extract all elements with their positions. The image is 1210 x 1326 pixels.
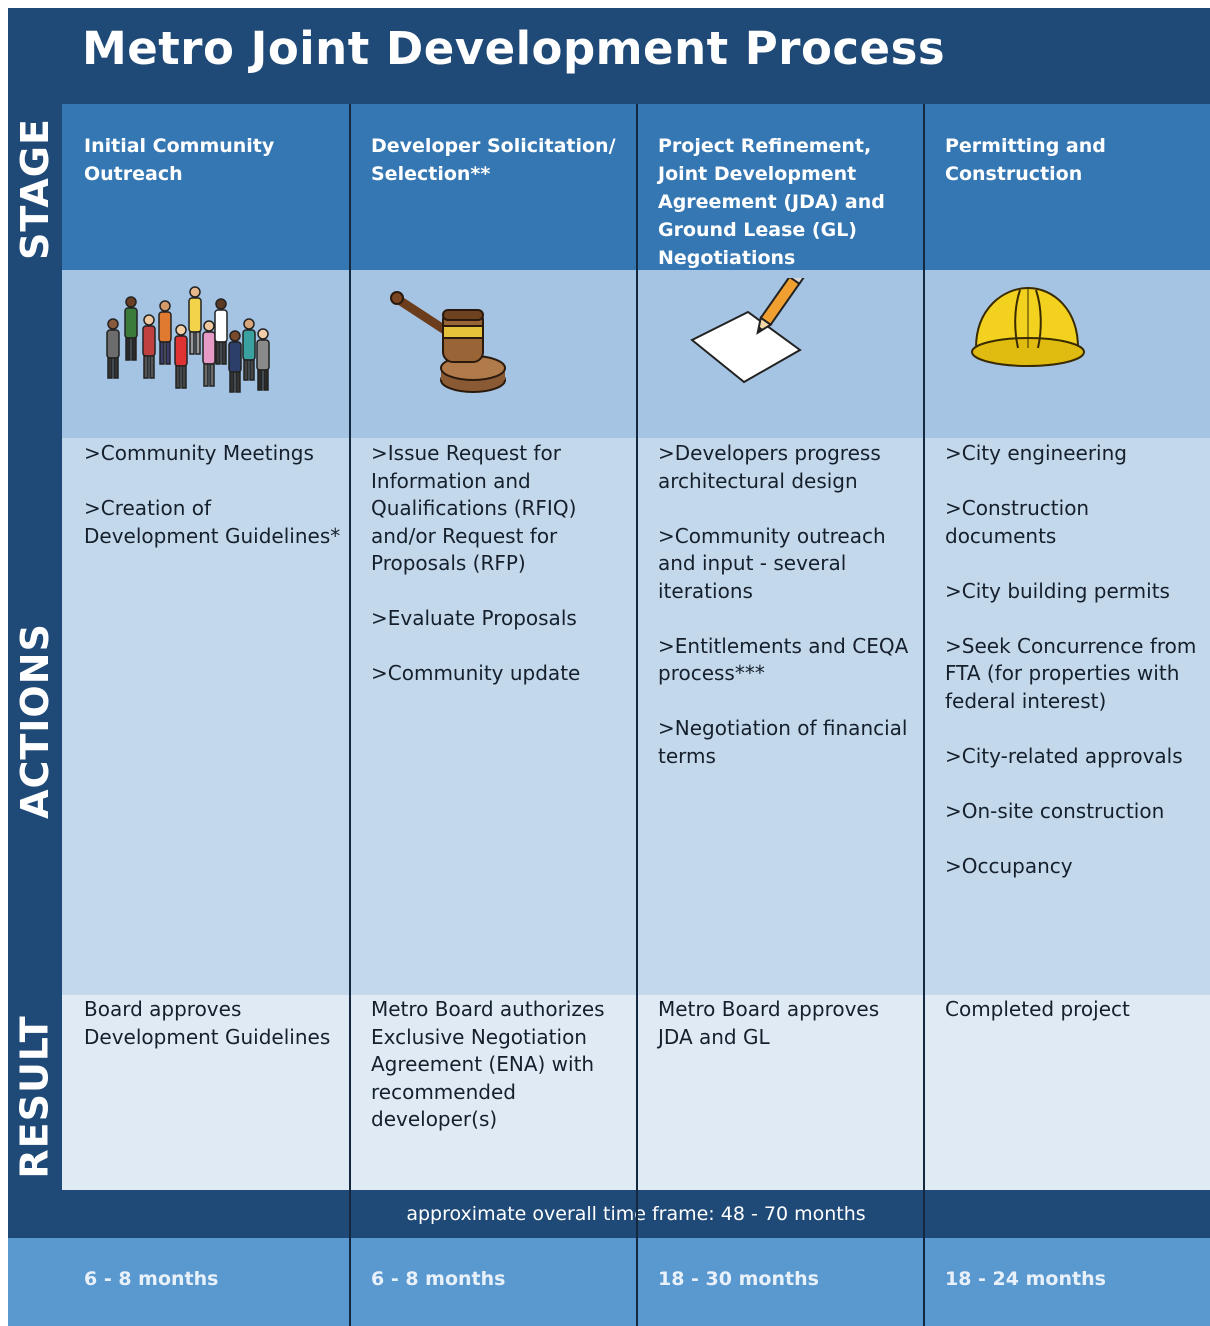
result-project-refinement: Metro Board approves JDA and GL: [658, 997, 880, 1049]
action-item: >Construction documents: [945, 496, 1090, 548]
action-item: >Seek Concurrence from FTA (for properti…: [945, 633, 1197, 713]
row-label-actions: ACTIONS: [13, 622, 57, 819]
row-label-result: RESULT: [13, 1014, 58, 1179]
duration-initial-community-outreach: 6 - 8 months: [84, 1268, 219, 1290]
actions-permitting-construction: >City engineering >Construction document…: [923, 440, 1202, 908]
duration-project-refinement: 18 - 30 months: [658, 1268, 819, 1290]
stage-project-refinement: Project Refinement, Joint Development Ag…: [658, 135, 885, 269]
gavel-icon: [385, 278, 585, 428]
pencil-paper-icon: [688, 268, 888, 428]
action-item: >Community Meetings: [84, 441, 314, 465]
actions-project-refinement: >Developers progress architectural desig…: [636, 440, 923, 798]
action-item: >Negotiation of financial terms: [658, 716, 908, 768]
actions-developer-solicitation: >Issue Request for Information and Quali…: [349, 440, 636, 715]
action-item: >Entitlements and CEQA process***: [658, 633, 909, 686]
column-divider: [636, 104, 638, 1326]
action-item: >Community outreach and input - several …: [658, 523, 886, 603]
column-divider: [349, 104, 351, 1326]
row-label-stage: STAGE: [13, 118, 57, 260]
action-item: >On-site construction: [945, 798, 1165, 823]
row-label-actions-container: ACTIONS: [8, 442, 62, 999]
people-crowd-icon: [95, 278, 295, 428]
result-permitting-construction: Completed project: [945, 997, 1130, 1021]
stage-initial-community-outreach: Initial Community Outreach: [84, 135, 275, 185]
duration-permitting-construction: 18 - 24 months: [945, 1268, 1106, 1290]
action-item: >City engineering: [945, 441, 1127, 465]
stage-permitting-construction: Permitting and Construction: [945, 135, 1106, 185]
duration-row: [8, 1238, 1210, 1326]
action-item: >City building permits: [945, 578, 1170, 603]
action-item: >Evaluate Proposals: [371, 606, 577, 630]
action-item: >City-related approvals: [945, 743, 1183, 768]
action-item: >Issue Request for Information and Quali…: [371, 441, 577, 575]
column-divider: [923, 104, 925, 1326]
result-initial-community-outreach: Board approves Development Guidelines: [84, 997, 331, 1049]
hard-hat-icon: [962, 278, 1162, 428]
diagram-title: Metro Joint Development Process: [82, 22, 946, 75]
stage-developer-solicitation: Developer Solicitation/ Selection**: [371, 135, 616, 185]
action-item: >Occupancy: [945, 853, 1073, 878]
result-developer-solicitation: Metro Board authorizes Exclusive Negotia…: [371, 997, 605, 1131]
action-item: >Developers progress architectural desig…: [658, 441, 881, 493]
row-label-result-container: RESULT: [8, 999, 62, 1194]
action-item: >Creation of Development Guidelines*: [84, 496, 341, 548]
row-label-stage-container: STAGE: [8, 104, 62, 274]
actions-initial-community-outreach: >Community Meetings >Creation of Develop…: [62, 440, 349, 578]
action-item: >Community update: [371, 661, 581, 685]
duration-developer-solicitation: 6 - 8 months: [371, 1268, 506, 1290]
